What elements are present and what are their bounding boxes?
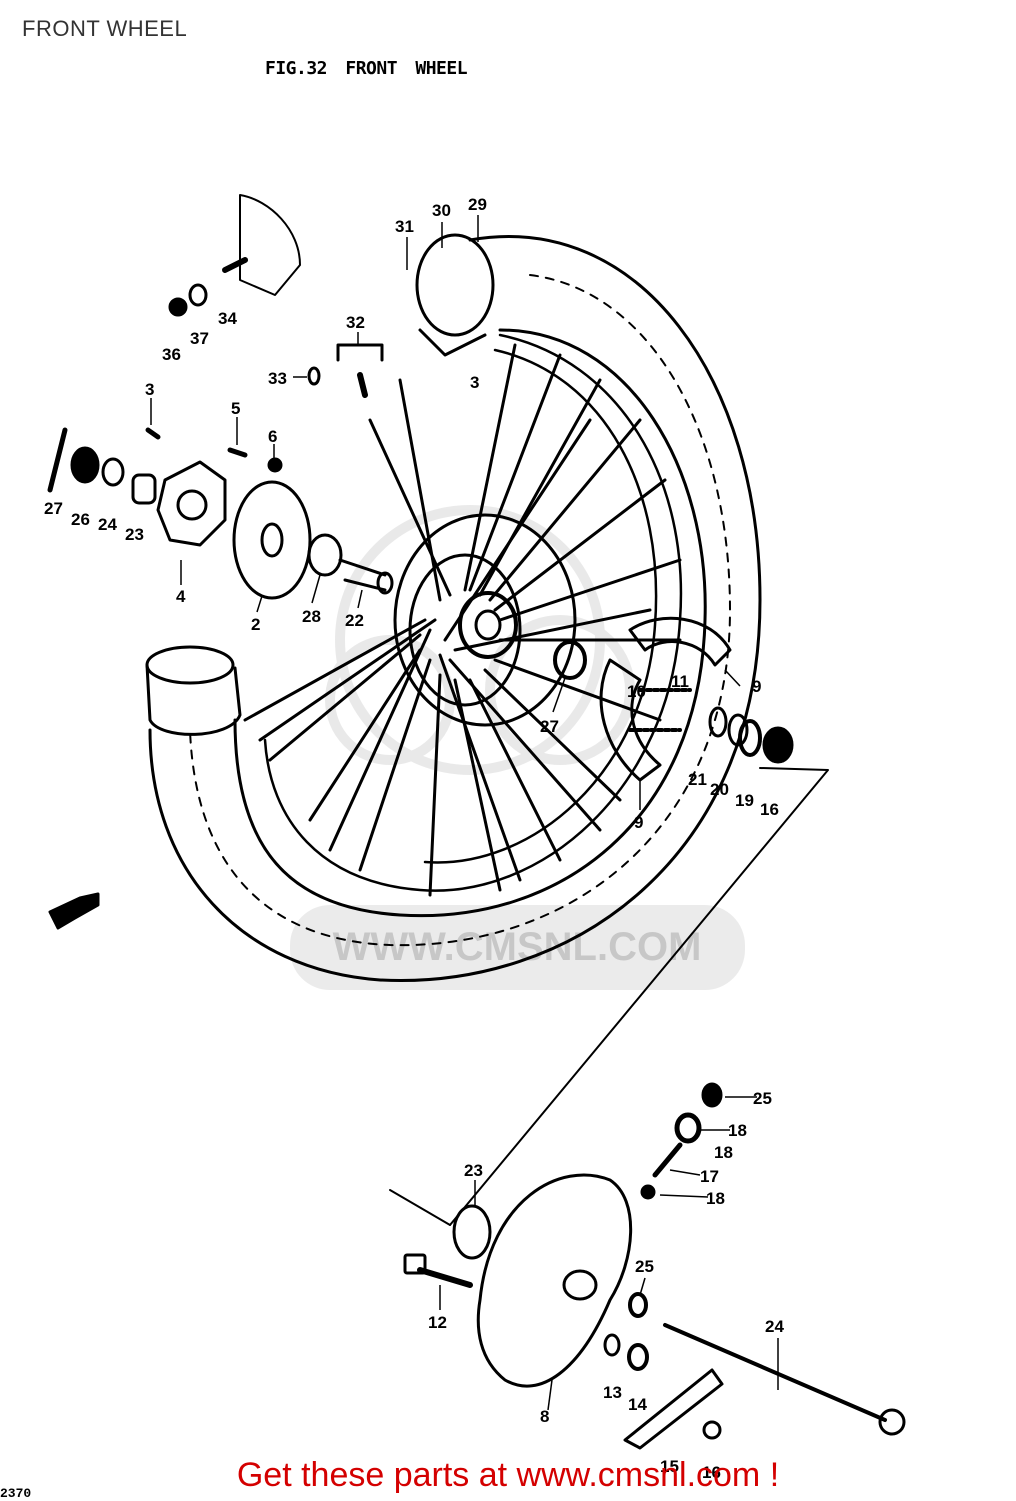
part-label-17: 18 (728, 1121, 747, 1140)
direction-arrow-icon (48, 892, 100, 930)
part-label-24: 24 (765, 1317, 784, 1336)
part-label-3a: 3 (145, 380, 154, 399)
part-label-18a: 18 (714, 1143, 733, 1162)
part-label-12: 14 (628, 1395, 647, 1414)
part-label-10: 12 (428, 1313, 447, 1332)
part-label-18b: 18 (706, 1189, 725, 1208)
part-label-16: 17 (700, 1167, 719, 1186)
part-label-7: 8 (540, 1407, 549, 1426)
part-label-39: 36 (162, 345, 181, 364)
part-labels: 30 29 31 32 33 3 34 36 37 3 5 6 27 26 24… (44, 195, 784, 1482)
part-label-28: 26 (71, 510, 90, 529)
part-label-40: 37 (190, 329, 209, 348)
tire (145, 233, 762, 983)
brake-plate (403, 1082, 906, 1450)
part-label-29: 27 (44, 499, 63, 518)
part-label-36: 32 (346, 313, 365, 332)
corner-code: 2370 (0, 1486, 32, 1501)
part-label-31: 28 (302, 607, 321, 626)
cta-banner[interactable]: Get these parts at www.cmsnl.com ! (0, 1456, 1016, 1495)
part-label-21: 21 (688, 770, 707, 789)
leader-lines (150, 215, 779, 1411)
part-label-5: 5 (231, 399, 240, 418)
left-parts (47, 194, 394, 600)
part-label-32: 29 (468, 195, 487, 214)
part-label-8a: 9 (752, 677, 761, 696)
rim (263, 333, 683, 892)
part-label-33: 30 (432, 201, 451, 220)
part-label-19: 19 (735, 791, 754, 810)
brake-parts (553, 616, 794, 782)
panel-outline (389, 767, 829, 1226)
part-label-30: 27 (540, 717, 559, 736)
part-label-22: 23 (464, 1161, 483, 1180)
part-label-2: 2 (251, 615, 260, 634)
hub (393, 513, 577, 727)
part-label-27a: 24 (98, 515, 117, 534)
part-label-9b: 11 (671, 672, 689, 691)
figure-caption: FIG.32 FRONT WHEEL (265, 58, 468, 79)
part-label-15: 16 (760, 800, 779, 819)
part-label-38: 34 (218, 309, 237, 328)
part-label-3b: 3 (470, 373, 479, 392)
part-label-13: 15 (660, 1457, 679, 1476)
part-label-8b: 9 (634, 813, 643, 832)
page-title: FRONT WHEEL (22, 16, 188, 41)
part-label-14: 16 (702, 1463, 721, 1482)
part-label-34: 31 (395, 217, 414, 236)
part-label-23: 25 (753, 1089, 772, 1108)
part-label-20: 20 (710, 780, 729, 799)
part-label-26: 23 (125, 525, 144, 544)
part-label-9a: 10 (627, 682, 646, 701)
part-label-6: 6 (268, 427, 277, 446)
part-label-25: 22 (345, 611, 364, 630)
part-label-27b: 25 (635, 1257, 654, 1276)
cta-link[interactable]: Get these parts at www.cmsnl.com ! (236, 1456, 780, 1494)
part-label-37: 33 (268, 369, 287, 388)
part-label-4: 4 (176, 587, 186, 606)
part-label-11: 13 (603, 1383, 622, 1402)
